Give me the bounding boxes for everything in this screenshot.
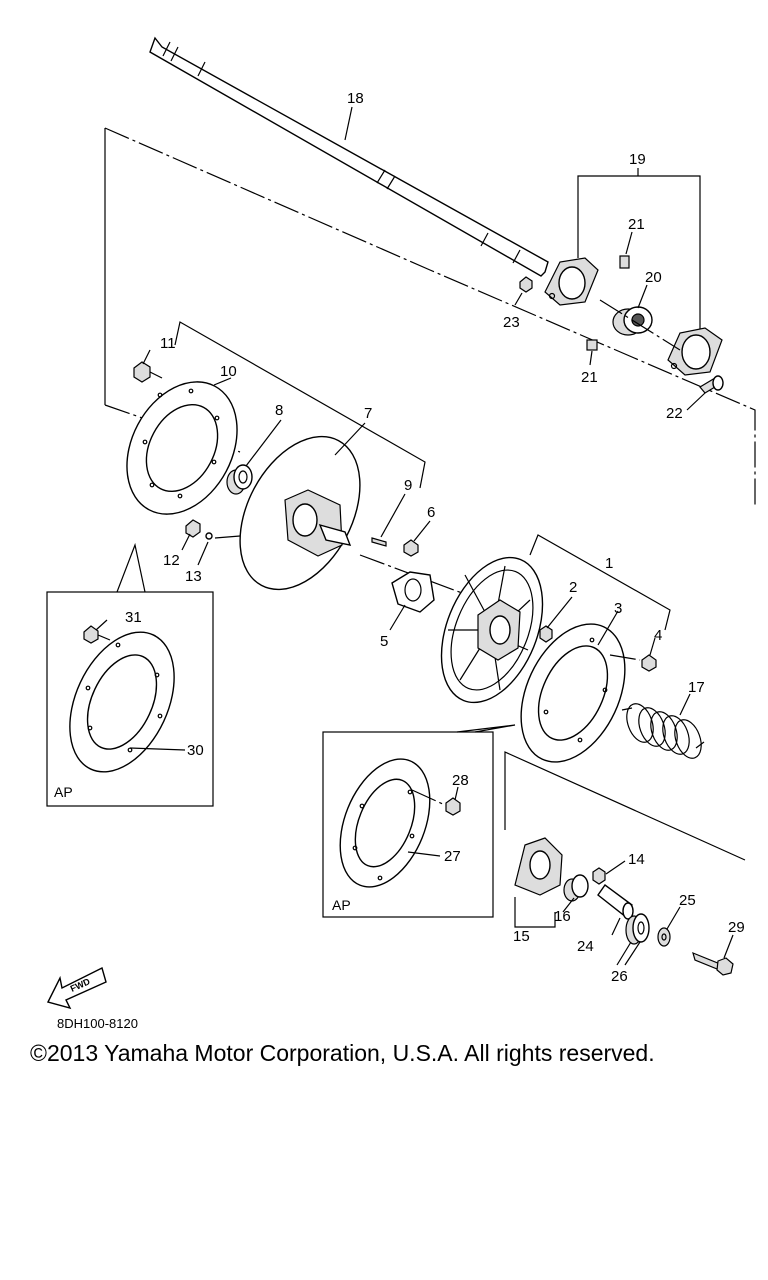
callout-15: 15 — [513, 928, 530, 945]
nut-23 — [519, 276, 533, 293]
callouts: 18 19 21 20 23 21 22 11 10 8 7 9 6 12 13… — [54, 90, 745, 985]
sleeve-25 — [597, 884, 634, 920]
callout-12: 12 — [163, 552, 180, 569]
bracket-19 — [577, 168, 701, 330]
callout-28: 27 — [444, 848, 461, 865]
part-code: 8DH100-8120 — [57, 1016, 138, 1031]
callout-8: 8 — [275, 402, 283, 419]
callout-25: 24 — [577, 938, 594, 955]
leader-lines — [95, 106, 734, 966]
bearing-housing-lower — [667, 327, 723, 376]
callout-6: 6 — [427, 504, 435, 521]
callout-29: 28 — [452, 772, 469, 789]
bolt-22 — [699, 375, 724, 394]
callout-23: 23 — [503, 314, 520, 331]
callout-3: 3 — [614, 600, 622, 617]
callout-21-lower: 21 — [581, 369, 598, 386]
bracket-fixed-sheave — [174, 321, 426, 489]
nut-14 — [592, 867, 606, 885]
set-screw-upper — [619, 255, 630, 269]
callout-2: 2 — [569, 579, 577, 596]
ap-box-left — [46, 542, 214, 807]
bearing-20 — [612, 306, 653, 336]
bolt-12 — [185, 519, 201, 538]
callout-27: 29 — [728, 919, 745, 936]
exploded-parts-diagram: FWD 18 19 21 2 — [46, 36, 756, 1010]
fixed-sheave-7 — [239, 435, 361, 591]
callout-1: 1 — [605, 555, 613, 572]
bearing-housing-upper — [544, 257, 599, 306]
lower-right-box-outline — [504, 751, 746, 861]
shaft — [149, 36, 549, 277]
washers-24 — [625, 913, 650, 945]
bolt-27 — [692, 951, 734, 976]
callout-7: 7 — [364, 405, 372, 422]
callout-20: 20 — [645, 269, 662, 286]
washer-26 — [657, 927, 671, 947]
callout-18: 18 — [347, 90, 364, 107]
pin-9 — [371, 537, 387, 547]
callout-26: 25 — [679, 892, 696, 909]
movable-sheave-1 — [440, 556, 544, 704]
spring-17 — [621, 703, 705, 759]
callout-9: 9 — [404, 477, 412, 494]
plate-3 — [520, 623, 626, 763]
callout-11: 11 — [160, 335, 176, 352]
ap-label-left: AP — [54, 784, 73, 800]
callout-17: 17 — [688, 679, 705, 696]
collar-16 — [563, 874, 589, 902]
callout-30: 30 — [187, 742, 204, 759]
ap-box-center — [322, 724, 516, 918]
copyright-notice: ©2013 Yamaha Motor Corporation, U.S.A. A… — [30, 1040, 655, 1066]
ap-label-center: AP — [332, 897, 351, 913]
callout-14: 14 — [628, 851, 645, 868]
callout-21-upper: 21 — [628, 216, 645, 233]
washer-13 — [205, 532, 213, 540]
collar-8 — [226, 464, 253, 495]
callout-4: 4 — [654, 627, 662, 644]
callout-22: 22 — [666, 405, 683, 422]
callout-13: 13 — [185, 568, 202, 585]
plate-10 — [126, 381, 238, 515]
bracket-15 — [514, 837, 563, 928]
callout-16: 16 — [554, 908, 571, 925]
bolt-4 — [609, 654, 657, 672]
bolt-11 — [133, 361, 163, 383]
callout-24: 26 — [611, 968, 628, 985]
callout-19: 19 — [629, 151, 646, 168]
bolt-6 — [403, 539, 419, 557]
callout-31: 31 — [125, 609, 142, 626]
callout-5: 5 — [380, 633, 388, 650]
callout-10: 10 — [220, 363, 237, 380]
forward-arrow-icon: FWD — [46, 966, 107, 1010]
nut-2 — [539, 625, 553, 643]
bracket-movable-sheave — [529, 534, 671, 631]
set-screw-lower — [586, 339, 598, 351]
gasket-5 — [391, 571, 435, 613]
